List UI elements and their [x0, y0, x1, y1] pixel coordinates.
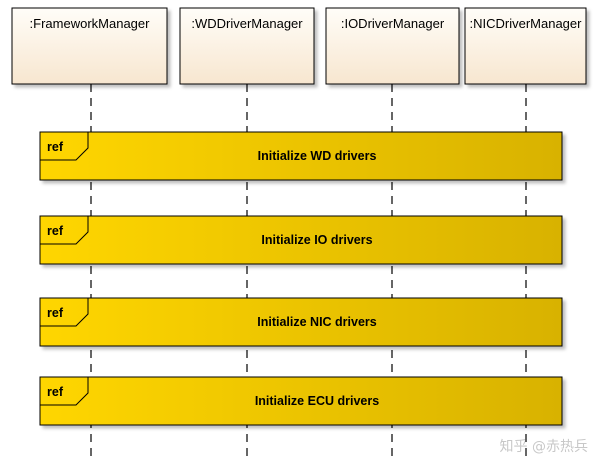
- fragment-title: Initialize NIC drivers: [257, 315, 377, 329]
- fragment-title: Initialize IO drivers: [261, 233, 372, 247]
- fragment-tag-pentagon: [39, 376, 89, 406]
- ref-fragment-wd[interactable]: ref Initialize WD drivers: [39, 131, 563, 181]
- fragment-tag-label: ref: [47, 385, 64, 399]
- fragment-tag-label: ref: [47, 224, 64, 238]
- fragment-tag-pentagon: [39, 297, 89, 327]
- fragment-title: Initialize ECU drivers: [255, 394, 379, 408]
- fragment-title: Initialize WD drivers: [258, 149, 377, 163]
- lifeline-head-nic-driver-manager[interactable]: :NICDriverManager: [464, 7, 587, 85]
- lifeline-label: :NICDriverManager: [470, 16, 583, 31]
- lifeline-label: :WDDriverManager: [191, 16, 303, 31]
- fragment-tag-pentagon: [39, 131, 89, 161]
- fragment-tag-pentagon: [39, 215, 89, 245]
- lifeline-label: :FrameworkManager: [30, 16, 151, 31]
- lifeline-label: :IODriverManager: [341, 16, 445, 31]
- ref-fragment-io[interactable]: ref Initialize IO drivers: [39, 215, 563, 265]
- ref-fragment-ecu[interactable]: ref Initialize ECU drivers: [39, 376, 563, 426]
- watermark: 知乎 @赤热兵: [499, 439, 588, 455]
- fragment-tag-label: ref: [47, 306, 64, 320]
- lifeline-head-framework-manager[interactable]: :FrameworkManager: [11, 7, 168, 85]
- lifeline-head-io-driver-manager[interactable]: :IODriverManager: [325, 7, 460, 85]
- fragment-tag-label: ref: [47, 140, 64, 154]
- ref-fragment-nic[interactable]: ref Initialize NIC drivers: [39, 297, 563, 347]
- lifeline-head-wd-driver-manager[interactable]: :WDDriverManager: [179, 7, 315, 85]
